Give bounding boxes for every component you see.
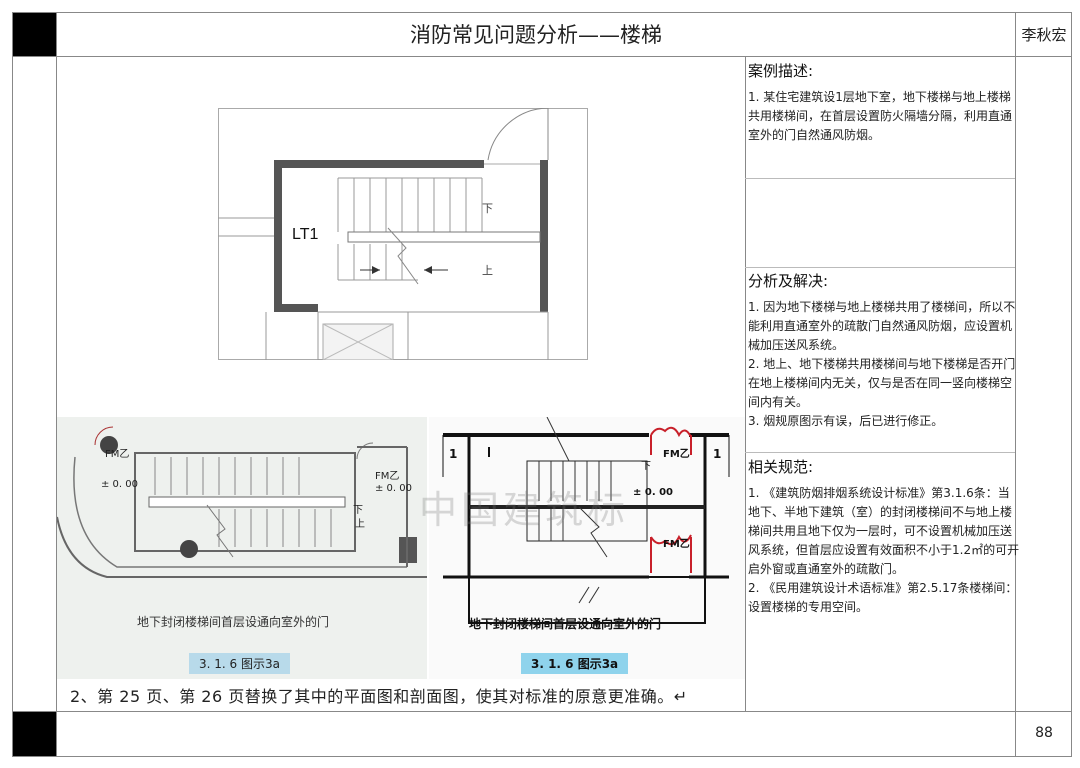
frame-top-line <box>12 12 1072 13</box>
corner-block-bottom-left <box>12 712 56 756</box>
panel-left-line <box>745 57 746 711</box>
stair-down-label: 下 <box>353 505 363 516</box>
frame-left-line <box>12 12 13 757</box>
stair-plan-svg <box>218 107 588 361</box>
stair-up-label: 上 <box>355 519 365 530</box>
stair-down-label: 下 <box>641 461 651 472</box>
watermark-text: 中国建筑标 <box>419 488 630 532</box>
codes-heading: 相关规范: <box>748 458 814 476</box>
frame-inner-right-line <box>1015 12 1016 757</box>
frame-footer-line <box>12 711 1072 712</box>
codes-item: 1. 《建筑防烟排烟系统设计标准》第3.1.6条：当地下、半地下建筑（室）的封闭… <box>748 486 1020 576</box>
analysis-section: 分析及解决: 1. 因为地下楼梯与地上楼梯共用了楼梯间，所以不能利用直通室外的疏… <box>748 270 1020 431</box>
level-label: ± 0. 00 <box>101 479 139 490</box>
axis-label: 1 <box>713 447 722 461</box>
frame-header-line <box>12 56 1072 57</box>
panel-divider-1 <box>745 178 1015 179</box>
frame-right-line <box>1071 12 1072 757</box>
fm-door-label: FM乙 <box>375 471 400 482</box>
corner-block-top-left <box>12 12 56 56</box>
level-label: ± 0. 00 <box>375 483 413 494</box>
figure-caption: 地下封闭楼梯间首层设通向室外的门 <box>469 617 662 631</box>
reference-drawing-right-svg <box>442 416 730 624</box>
stair-up-label: 上 <box>482 264 493 277</box>
panel-divider-3 <box>745 452 1015 453</box>
codes-item: 2. 《民用建筑设计术语标准》第2.5.17条楼梯间：设置楼梯的专用空间。 <box>748 581 1018 614</box>
figure-number-label: 3. 1. 6 图示3a <box>521 653 629 674</box>
reference-drawing-left-svg <box>56 426 427 578</box>
reference-drawing-left: FM乙 ± 0. 00 FM乙 ± 0. 00 下 上 地下封闭楼梯间首层设通向… <box>56 417 427 679</box>
frame-bottom-line <box>12 756 1072 757</box>
figure-caption: 地下封闭楼梯间首层设通向室外的门 <box>137 615 330 629</box>
analysis-heading: 分析及解决: <box>748 272 829 290</box>
revision-note: 2、第 25 页、第 26 页替换了其中的平面图和剖面图，使其对标准的原意更准确… <box>70 687 688 706</box>
author-name: 李秋宏 <box>1021 25 1067 44</box>
level-label: ± 0. 00 <box>633 487 674 498</box>
page-number: 88 <box>1035 725 1053 741</box>
case-section: 案例描述: 1. 某住宅建筑设1层地下室，地下楼梯与地上楼梯共用楼梯间，在首层设… <box>748 60 1020 145</box>
analysis-item: 2. 地上、地下楼梯共用楼梯间与地下楼梯是否开门在地上楼梯间内无关，仅与是否在同… <box>748 357 1016 409</box>
stair-down-label: 下 <box>482 202 493 215</box>
reference-drawing-right: 1 1 FM乙 FM乙 下 ± 0. 00 中国建筑标 地下封闭楼梯间首层设通向… <box>419 416 745 679</box>
fm-door-label: FM乙 <box>663 539 690 550</box>
page-title: 消防常见问题分析——楼梯 <box>410 23 662 47</box>
fm-door-label: FM乙 <box>663 449 690 460</box>
axis-label: 1 <box>449 447 458 461</box>
stair-label-lt1: LT1 <box>292 226 319 243</box>
case-heading: 案例描述: <box>748 62 814 80</box>
codes-section: 相关规范: 1. 《建筑防烟排烟系统设计标准》第3.1.6条：当地下、半地下建筑… <box>748 456 1020 617</box>
panel-divider-2 <box>745 267 1015 268</box>
analysis-item: 3. 烟规原图示有误，后已进行修正。 <box>748 414 944 428</box>
analysis-item: 1. 因为地下楼梯与地上楼梯共用了楼梯间，所以不能利用直通室外的疏散门自然通风防… <box>748 300 1016 352</box>
frame-inner-left-line <box>56 12 57 757</box>
case-text: 1. 某住宅建筑设1层地下室，地下楼梯与地上楼梯共用楼梯间，在首层设置防火隔墙分… <box>748 90 1013 142</box>
figure-number-label: 3. 1. 6 图示3a <box>189 653 290 674</box>
fm-door-label: FM乙 <box>105 449 130 460</box>
stair-plan-drawing-top: LT1 下 上 <box>218 107 588 361</box>
